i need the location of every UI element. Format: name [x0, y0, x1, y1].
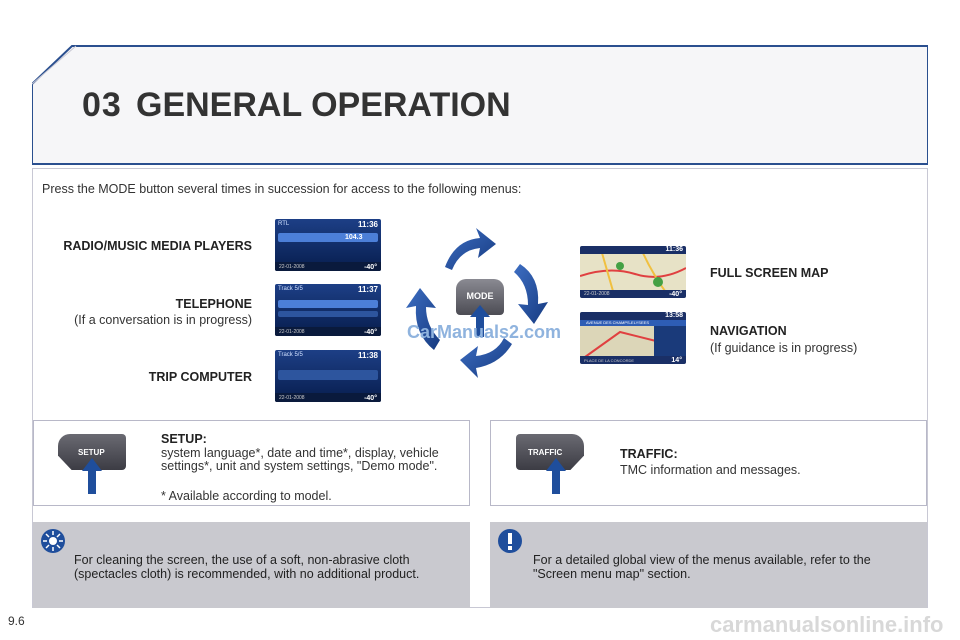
site-watermark: CarManuals2.com [407, 322, 562, 342]
cleaning-note-line1: For cleaning the screen, the use of a so… [74, 553, 410, 567]
screen-telephone-time: 11:37 [357, 285, 378, 294]
warning-icon [498, 529, 522, 553]
arrow-bottom-icon [460, 338, 512, 378]
map-graphic [580, 246, 686, 298]
menu-note-telephone: (If a conversation is in progress) [74, 313, 252, 327]
traffic-text: TMC information and messages. [620, 463, 801, 477]
content-frame [32, 168, 928, 608]
mode-button-label: MODE [466, 291, 494, 301]
setup-footnote: * Available according to model. [161, 489, 332, 503]
press-arrow-traffic-icon [546, 458, 566, 494]
header-frame [32, 45, 928, 165]
traffic-button[interactable]: TRAFFIC [516, 434, 584, 470]
screen-radio-temp: -40° [364, 264, 377, 271]
menu-note-navigation: (If guidance is in progress) [710, 341, 858, 355]
press-arrow-mode-icon [470, 305, 490, 337]
arrow-right-icon [514, 264, 548, 324]
screen-map-date: 22-01-2008 [584, 291, 610, 297]
screen-radio-time: 11:36 [357, 220, 378, 229]
screen-full-map: 11:36 22-01-2008 -40° [580, 246, 686, 298]
screen-trip-date: 22-01-2008 [279, 395, 305, 401]
menu-label-telephone: TELEPHONE [175, 297, 252, 311]
chapter-number: 03 [82, 86, 122, 124]
traffic-button-label: TRAFFIC [528, 448, 563, 457]
screen-trip-temp: -40° [364, 395, 377, 402]
intro-text: Press the MODE button several times in s… [42, 182, 522, 196]
footer-watermark: carmanualsonline.info [710, 612, 944, 637]
menu-label-navigation: NAVIGATION [710, 324, 787, 338]
screen-nav-temp: 14° [671, 357, 682, 364]
traffic-heading: TRAFFIC: [620, 447, 678, 461]
screen-trip-track: Track 5/5 [278, 352, 303, 358]
screen-nav-place: PLACE DE LA CONCORDE [584, 358, 635, 363]
arrow-left-icon [406, 288, 440, 350]
setup-text-line2: settings*, unit and system settings, "De… [161, 459, 438, 473]
screen-telephone: Track 5/5 11:37 22-01-2008 -40° [275, 284, 381, 336]
cleaning-note-line2: (spectacles cloth) is recommended, with … [74, 567, 420, 581]
menu-label-radio: RADIO/MUSIC MEDIA PLAYERS [63, 239, 252, 253]
screen-map-temp: -40° [669, 291, 682, 298]
setup-button-label: SETUP [78, 448, 105, 457]
mode-cycle-arrows [406, 228, 548, 378]
screen-telephone-date: 22-01-2008 [279, 329, 305, 335]
screen-trip-time: 11:38 [357, 351, 378, 360]
menu-label-trip: TRIP COMPUTER [148, 370, 252, 384]
screen-telephone-temp: -40° [364, 329, 377, 336]
screen-nav-street: AVENUE DES CHAMPS-ELYSEES [586, 320, 649, 325]
screen-map-time: 11:36 [665, 246, 683, 253]
screen-trip: Track 5/5 11:38 22-01-2008 -40° [275, 350, 381, 402]
note-screen-map [490, 522, 927, 608]
setup-text-line1: system language*, date and time*, displa… [161, 446, 439, 460]
chapter-header [32, 44, 928, 165]
screen-navigation: 13:58 AVENUE DES CHAMPS-ELYSEES PLACE DE… [580, 312, 686, 364]
screen-radio-date: 22-01-2008 [279, 264, 305, 270]
screen-radio-station: RTL [278, 221, 290, 227]
arrow-top-icon [445, 228, 496, 270]
screen-radio: RTL 11:36 104.3 22-01-2008 -40° [275, 219, 381, 271]
sun-tip-icon [41, 529, 65, 553]
page-title: GENERAL OPERATION [136, 86, 511, 124]
page-number: 9.6 [8, 614, 25, 628]
note-cleaning [33, 522, 470, 608]
map-note-line2: "Screen menu map" section. [533, 567, 691, 581]
nav-graphic [580, 312, 686, 364]
screen-telephone-track: Track 5/5 [278, 286, 303, 292]
setup-heading: SETUP: [161, 432, 207, 446]
press-arrow-setup-icon [82, 458, 102, 494]
screen-radio-frequency: 104.3 [345, 234, 363, 241]
map-note-line1: For a detailed global view of the menus … [533, 553, 871, 567]
menu-label-full-map: FULL SCREEN MAP [710, 266, 829, 280]
screen-nav-time: 13:58 [665, 312, 683, 319]
